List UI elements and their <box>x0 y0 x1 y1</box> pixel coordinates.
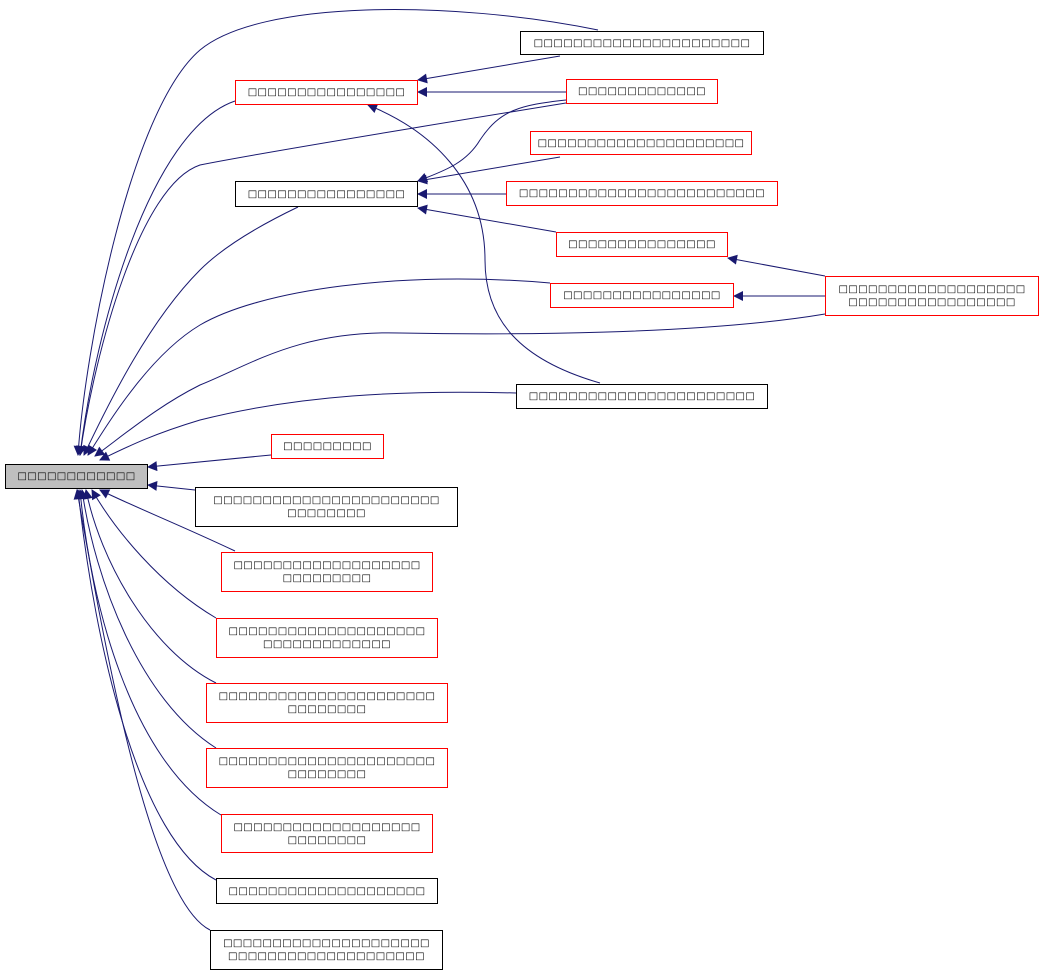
edge-b-root <box>73 9 599 456</box>
node-label: □□□□□□□□□□□□□□□□□□□□ <box>228 885 426 897</box>
node-label-line-2: □□□□□□□□□□□□□ <box>262 639 392 650</box>
node-caller-s[interactable]: □□□□□□□□□□□□□□□□□□□□□□□□□□□□□□□□□□□□□□□□… <box>210 930 443 970</box>
node-caller-d[interactable]: □□□□□□□□□□□□□□□□ <box>235 181 418 207</box>
node-label-line-2: □□□□□□□□ <box>287 704 367 715</box>
node-label: □□□□□□□□□□□□□□□□ <box>247 188 406 200</box>
node-caller-r[interactable]: □□□□□□□□□□□□□□□□□□□□ <box>216 878 438 904</box>
node-caller-c[interactable]: □□□□□□□□□□□□□ <box>566 79 718 104</box>
node-label: □□□□□□□□□□□□□ <box>577 86 707 97</box>
edge-b-a <box>417 55 561 84</box>
edge-q-root <box>75 489 222 816</box>
node-caller-o[interactable]: □□□□□□□□□□□□□□□□□□□□□□□□□□□□□□ <box>206 683 448 723</box>
node-label-line-1: □□□□□□□□□□□□□□□□□□□□ <box>228 626 426 637</box>
edge-o-root <box>82 489 217 684</box>
node-caller-k[interactable]: □□□□□□□□□ <box>271 434 384 459</box>
node-label: □□□□□□□□□□□□ <box>17 471 136 482</box>
node-label-line-2: □□□□□□□□ <box>287 834 367 846</box>
node-label: □□□□□□□□□□□□□□□□□□□□□ <box>537 137 745 149</box>
node-label: □□□□□□□□□ <box>283 441 372 452</box>
edge-j-a <box>367 103 601 384</box>
edge-c-root <box>76 102 567 456</box>
edge-m-root <box>99 489 236 552</box>
node-caller-q[interactable]: □□□□□□□□□□□□□□□□□□□□□□□□□□□ <box>221 814 433 853</box>
edge-j-root <box>99 391 517 461</box>
node-caller-e[interactable]: □□□□□□□□□□□□□□□□□□□□□ <box>530 131 752 155</box>
node-label: □□□□□□□□□□□□□□□□□□□□□□ <box>533 37 751 49</box>
node-caller-l[interactable]: □□□□□□□□□□□□□□□□□□□□□□□□□□□□□□□ <box>195 487 458 527</box>
node-label-line-2: □□□□□□□□ <box>287 508 366 519</box>
node-label-line-1: □□□□□□□□□□□□□□□□□□□ <box>838 284 1026 295</box>
node-label-line-2: □□□□□□□□ <box>287 769 367 780</box>
node-caller-h[interactable]: □□□□□□□□□□□□□□□□□□□□□□□□□□□□□□□□□□□□ <box>825 276 1039 316</box>
edge-i-root <box>87 278 551 456</box>
node-label: □□□□□□□□□□□□□□□□ <box>247 87 406 98</box>
node-caller-j[interactable]: □□□□□□□□□□□□□□□□□□□□□□□ <box>516 384 768 409</box>
node-label: □□□□□□□□□□□□□□□□□□□□□□□ <box>528 391 756 402</box>
node-label: □□□□□□□□□□□□□□□□□□□□□□□□□ <box>518 188 766 199</box>
node-label-line-2: □□□□□□□□□ <box>282 573 372 584</box>
node-caller-p[interactable]: □□□□□□□□□□□□□□□□□□□□□□□□□□□□□□ <box>206 748 448 788</box>
node-label-line-1: □□□□□□□□□□□□□□□□□□□ <box>233 560 421 571</box>
node-caller-n[interactable]: □□□□□□□□□□□□□□□□□□□□□□□□□□□□□□□□□ <box>216 618 438 658</box>
edge-p-root <box>78 489 217 749</box>
edge-n-root <box>91 489 217 619</box>
node-caller-f[interactable]: □□□□□□□□□□□□□□□□□□□□□□□□□ <box>506 181 778 206</box>
node-label-line-1: □□□□□□□□□□□□□□□□□□□ <box>233 821 421 833</box>
node-caller-i[interactable]: □□□□□□□□□□□□□□□□ <box>550 283 734 308</box>
node-label-line-1: □□□□□□□□□□□□□□□□□□□□□□□ <box>213 495 440 506</box>
edge-k-root <box>147 454 272 472</box>
edge-r-root <box>73 489 217 881</box>
edge-h-root <box>94 313 826 457</box>
edge-h-g <box>727 254 826 277</box>
node-label-line-1: □□□□□□□□□□□□□□□□□□□□□□ <box>218 756 436 767</box>
edge-s-root <box>73 489 211 931</box>
node-caller-b[interactable]: □□□□□□□□□□□□□□□□□□□□□□ <box>520 31 764 55</box>
node-label: □□□□□□□□□□□□□□□ <box>568 239 716 250</box>
edge-l-root <box>147 480 196 491</box>
edge-e-d <box>417 156 561 185</box>
node-caller-a[interactable]: □□□□□□□□□□□□□□□□ <box>235 80 418 105</box>
edge-c-d <box>417 99 567 183</box>
edge-g-d <box>417 204 557 233</box>
edge-d-root <box>83 206 299 456</box>
node-label: □□□□□□□□□□□□□□□□ <box>563 290 721 301</box>
node-caller-m[interactable]: □□□□□□□□□□□□□□□□□□□□□□□□□□□□ <box>221 552 433 592</box>
node-caller-g[interactable]: □□□□□□□□□□□□□□□ <box>556 232 728 257</box>
node-label-line-2: □□□□□□□□□□□□□□□□□ <box>848 297 1016 308</box>
node-label-line-1: □□□□□□□□□□□□□□□□□□□□□□ <box>218 691 436 702</box>
node-root-function[interactable]: □□□□□□□□□□□□ <box>5 464 148 489</box>
node-label-line-1: □□□□□□□□□□□□□□□□□□□□□ <box>223 938 430 949</box>
node-label-line-2: □□□□□□□□□□□□□□□□□□□□ <box>228 951 425 962</box>
edge-a-root <box>76 100 236 456</box>
